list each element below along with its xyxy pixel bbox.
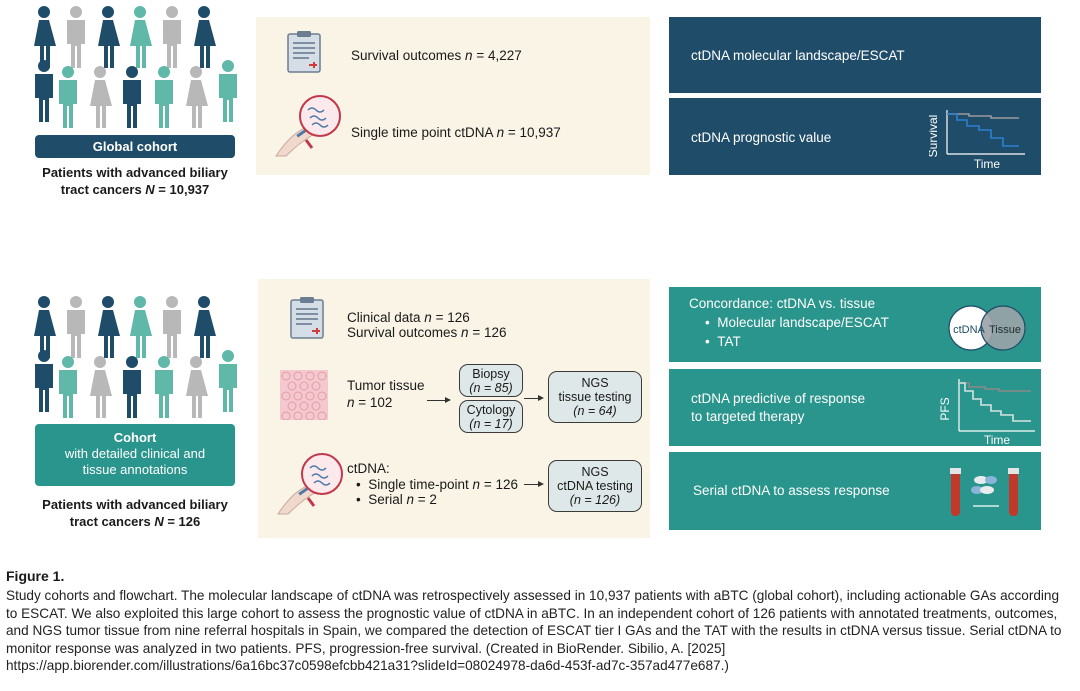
cytology-label: Cytology <box>466 402 516 417</box>
global-single-timepoint-ctdna: Single time point ctDNA n = 10,937 <box>351 125 561 140</box>
global-cohort-label: Global cohort <box>35 135 235 158</box>
ctdna-to-ngs-arrow <box>524 481 544 487</box>
molecular-landscape-panel: ctDNA molecular landscape/ESCAT <box>669 17 1041 93</box>
blood-tubes-icon <box>950 468 1019 516</box>
pfs-curve-icon: PFS Time <box>939 379 1035 445</box>
cohort-caption: Patients with advanced biliary tract can… <box>20 496 250 530</box>
venn-diagram-icon: ctDNA Tissue <box>948 305 1026 351</box>
prognostic-value-label: ctDNA prognostic value <box>691 130 832 145</box>
cytology-count: (n = 17) <box>469 416 513 431</box>
ngs-ctdna-line1: NGS <box>581 465 609 479</box>
global-caption-line1: Patients with advanced biliary <box>42 165 228 180</box>
clinical-data: Clinical data n = 126 <box>347 310 470 325</box>
cohort-label-line3: tissue annotations <box>82 462 188 477</box>
ngs-ctdna-count: (n = 126) <box>569 493 621 507</box>
global-cohort-people-icon <box>32 6 242 128</box>
blood-draw-icon <box>272 452 344 521</box>
tumor-to-samples-arrow <box>427 397 451 403</box>
cohort-caption-line2: tract cancers N = 126 <box>69 514 201 529</box>
cohort-people-icon <box>32 296 242 418</box>
ctdna-bullet-serial: • Serial n = 2 <box>356 492 437 507</box>
km-xlabel: Time <box>974 157 1001 171</box>
pfs-ylabel: PFS <box>939 397 952 420</box>
samples-to-ngs-arrow <box>524 395 544 401</box>
venn-right-label: Tissue <box>989 324 1021 336</box>
global-survival-outcomes: Survival outcomes n = 4,227 <box>351 48 522 63</box>
molecular-landscape-label: ctDNA molecular landscape/ESCAT <box>691 48 905 63</box>
people-group-icon <box>34 296 237 418</box>
km-curve-icon: Survival Time <box>929 110 1025 171</box>
blood-draw-icon <box>270 94 342 163</box>
serial-panel: Serial ctDNA to assess response <box>669 452 1041 530</box>
serial-label: Serial ctDNA to assess response <box>693 483 890 498</box>
ngs-tissue-line1: NGS <box>581 376 609 390</box>
ctdna-bullet-single: • Single time-point n = 126 <box>356 477 518 492</box>
ngs-ctdna-box: NGS ctDNA testing (n = 126) <box>548 460 642 512</box>
tumor-tissue: Tumor tissue n = 102 <box>347 377 425 411</box>
ngs-tissue-count: (n = 64) <box>573 404 617 418</box>
clipboard-icon <box>289 296 325 345</box>
ngs-ctdna-line2: ctDNA testing <box>557 479 633 493</box>
global-caption-line2: tract cancers N = 10,937 <box>60 182 210 197</box>
cohort-label: Cohort with detailed clinical and tissue… <box>35 424 235 486</box>
predictive-panel: ctDNA predictive of response to targeted… <box>669 369 1041 446</box>
figure-title: Figure 1. <box>6 568 65 584</box>
predictive-line2: to targeted therapy <box>691 409 805 424</box>
prognostic-value-panel: ctDNA prognostic value Survival Time <box>669 98 1041 175</box>
biopsy-box: Biopsy (n = 85) <box>459 364 523 397</box>
tumor-tissue-icon <box>280 370 328 425</box>
concordance-title: Concordance: ctDNA vs. tissue <box>689 296 876 311</box>
tumor-tissue-count: n = 102 <box>347 395 393 410</box>
ngs-tissue-line2: tissue testing <box>558 390 632 404</box>
concordance-panel: Concordance: ctDNA vs. tissue • Molecula… <box>669 287 1041 362</box>
concordance-bullet1: • Molecular landscape/ESCAT <box>705 315 889 330</box>
cohort-label-line2: with detailed clinical and <box>64 446 206 461</box>
global-cohort-caption: Patients with advanced biliary tract can… <box>20 164 250 198</box>
clipboard-icon <box>286 30 322 79</box>
cytology-box: Cytology (n = 17) <box>459 400 523 433</box>
biopsy-count: (n = 85) <box>469 380 513 395</box>
pfs-xlabel: Time <box>984 433 1011 445</box>
concordance-bullet2: • TAT <box>705 334 741 349</box>
cohort-caption-line1: Patients with advanced biliary <box>42 497 228 512</box>
people-group-icon <box>34 6 237 128</box>
tumor-tissue-label: Tumor tissue <box>347 378 425 393</box>
cohort-label-line1: Cohort <box>113 430 157 445</box>
venn-left-label: ctDNA <box>953 324 985 336</box>
km-ylabel: Survival <box>929 115 940 158</box>
biopsy-label: Biopsy <box>472 366 510 381</box>
cohort-survival-outcomes: Survival outcomes n = 126 <box>347 325 507 340</box>
ctdna-label: ctDNA: <box>347 461 390 476</box>
predictive-line1: ctDNA predictive of response <box>691 391 866 406</box>
ngs-tissue-box: NGS tissue testing (n = 64) <box>548 371 642 423</box>
figure-caption: Study cohorts and flowchart. The molecul… <box>6 588 1062 673</box>
